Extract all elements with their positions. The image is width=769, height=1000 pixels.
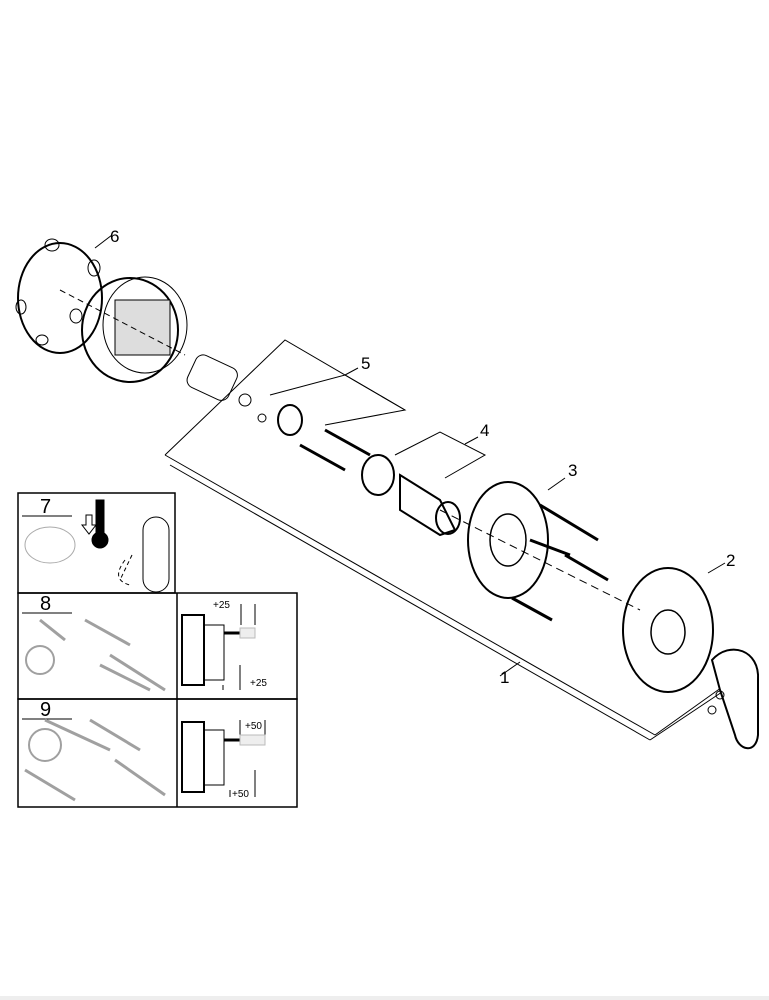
bracket-5 bbox=[269, 367, 407, 426]
accessory-panels bbox=[17, 492, 298, 808]
extension-kit-parts bbox=[24, 618, 166, 802]
valve-body-housing bbox=[59, 276, 188, 383]
cartridge bbox=[186, 354, 267, 423]
callout-1: 1 bbox=[500, 668, 509, 687]
callout-9: 9 bbox=[40, 699, 51, 721]
lever-handle bbox=[707, 648, 760, 750]
dimension-8-top: +25 bbox=[213, 600, 230, 611]
callout-6: 6 bbox=[110, 227, 119, 246]
callout-2: 2 bbox=[726, 551, 735, 570]
extension-section-8 bbox=[181, 604, 256, 690]
callout-3: 3 bbox=[568, 461, 577, 480]
extension-section-9 bbox=[181, 720, 266, 797]
escutcheon-part-2 bbox=[622, 562, 726, 693]
dimension-9-bottom: +50 bbox=[232, 789, 249, 800]
mounting-plate-part-3 bbox=[439, 477, 641, 622]
sleeve-part-4 bbox=[361, 431, 487, 537]
seal-ring-part-6 bbox=[15, 234, 113, 354]
callout-7: 7 bbox=[40, 496, 51, 518]
callout-8: 8 bbox=[40, 593, 51, 615]
dimension-8-bottom: +25 bbox=[250, 678, 267, 689]
callout-4: 4 bbox=[480, 421, 489, 440]
bottom-edge bbox=[0, 996, 769, 1000]
nut-and-screws bbox=[277, 404, 371, 472]
callout-5: 5 bbox=[361, 354, 370, 373]
dimension-9-top: +50 bbox=[245, 721, 262, 732]
temperature-limiter-illustration bbox=[24, 499, 170, 593]
